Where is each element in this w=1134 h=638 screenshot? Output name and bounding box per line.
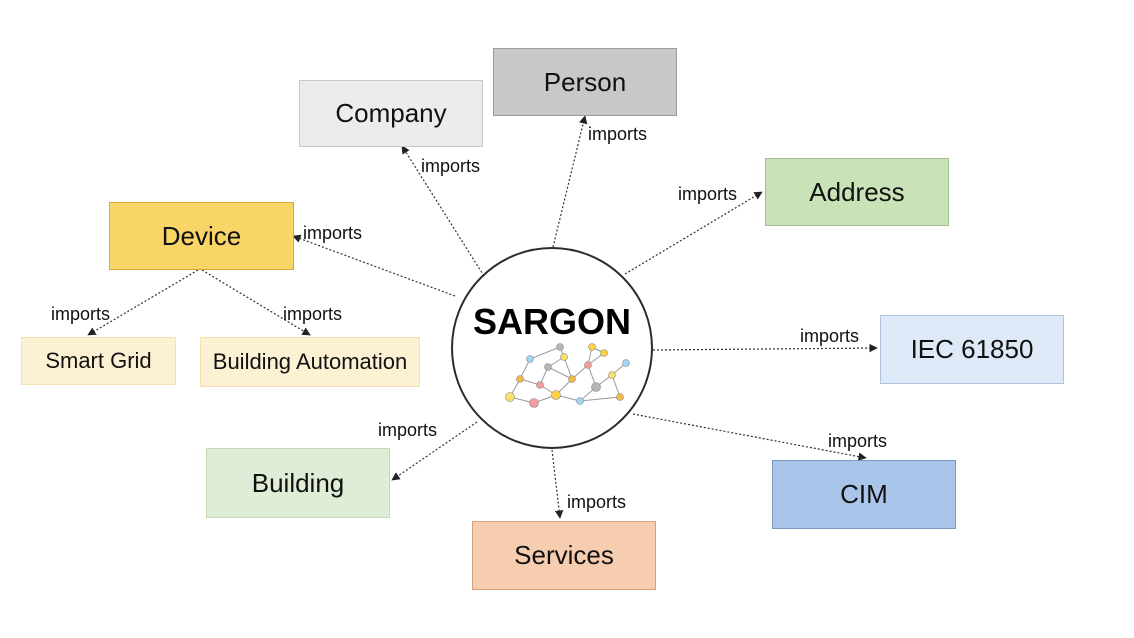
node-building: Building (206, 448, 390, 518)
graph-link (563, 356, 573, 380)
graph-node-dot (556, 343, 564, 351)
edge-smart-grid (87, 269, 199, 336)
graph-link (611, 374, 621, 398)
node-label-building: Building (251, 467, 345, 498)
sargon-hub: SARGON (451, 247, 653, 449)
edge-label-smart-grid: imports (51, 304, 111, 324)
edge-building-automation (201, 269, 311, 336)
edge-label-company: imports (421, 156, 481, 176)
ontology-graph-icon (505, 343, 630, 408)
edge-label-building: imports (378, 420, 438, 440)
node-label-person: Person (543, 66, 627, 97)
edge-services (551, 449, 564, 519)
graph-node-dot (529, 398, 539, 408)
node-iec-61850: IEC 61850 (880, 315, 1064, 384)
graph-node-dot (505, 392, 515, 402)
graph-node-dot (608, 371, 616, 379)
graph-node-dot (622, 359, 630, 367)
node-device: Device (109, 202, 294, 270)
node-person: Person (493, 48, 677, 116)
edge-person (552, 115, 588, 248)
node-label-services: Services (514, 540, 614, 570)
edge-label-device: imports (303, 223, 363, 243)
graph-node-dot (560, 353, 568, 361)
graph-node-dot (576, 397, 584, 405)
graph-node-dot (591, 382, 601, 392)
edge-label-person: imports (588, 124, 648, 144)
sargon-title: SARGON (472, 301, 631, 342)
node-label-address: Address (809, 176, 905, 207)
node-company: Company (299, 80, 483, 147)
node-label-device: Device (161, 220, 242, 251)
node-building-automation: Building Automation (200, 337, 420, 387)
edge-label-building-automation: imports (283, 304, 343, 324)
edge-cim (632, 413, 867, 461)
node-label-company: Company (335, 98, 447, 128)
graph-node-dot (526, 355, 534, 363)
node-label-iec-61850: IEC 61850 (910, 334, 1034, 364)
graph-node-dot (588, 343, 596, 351)
graph-node-dot (600, 349, 608, 357)
node-label-cim: CIM (840, 479, 888, 509)
edge-group (87, 115, 878, 519)
graph-link (547, 366, 573, 380)
node-address: Address (765, 158, 949, 226)
graph-node-dot (616, 393, 624, 401)
graph-node-dot (584, 361, 592, 369)
graph-node-dot (516, 375, 524, 383)
edge-label-iec-61850: imports (800, 326, 860, 346)
node-services: Services (472, 521, 656, 590)
edge-label-services: imports (567, 492, 627, 512)
edge-building (391, 421, 478, 481)
node-smart-grid: Smart Grid (21, 337, 176, 385)
edge-address (624, 191, 763, 275)
graph-node-dot (544, 363, 552, 371)
graph-node-dot (551, 390, 561, 400)
edge-iec-61850 (652, 343, 878, 353)
graph-link (529, 346, 561, 360)
edge-label-cim: imports (828, 431, 888, 451)
edge-company (401, 145, 485, 277)
edge-device (292, 234, 456, 297)
graph-link (579, 396, 621, 402)
graph-node-dot (536, 381, 544, 389)
graph-node-dot (568, 375, 576, 383)
node-label-building-automation: Building Automation (212, 349, 408, 374)
node-cim: CIM (772, 460, 956, 529)
node-label-smart-grid: Smart Grid (45, 348, 152, 373)
edge-label-address: imports (678, 184, 738, 204)
